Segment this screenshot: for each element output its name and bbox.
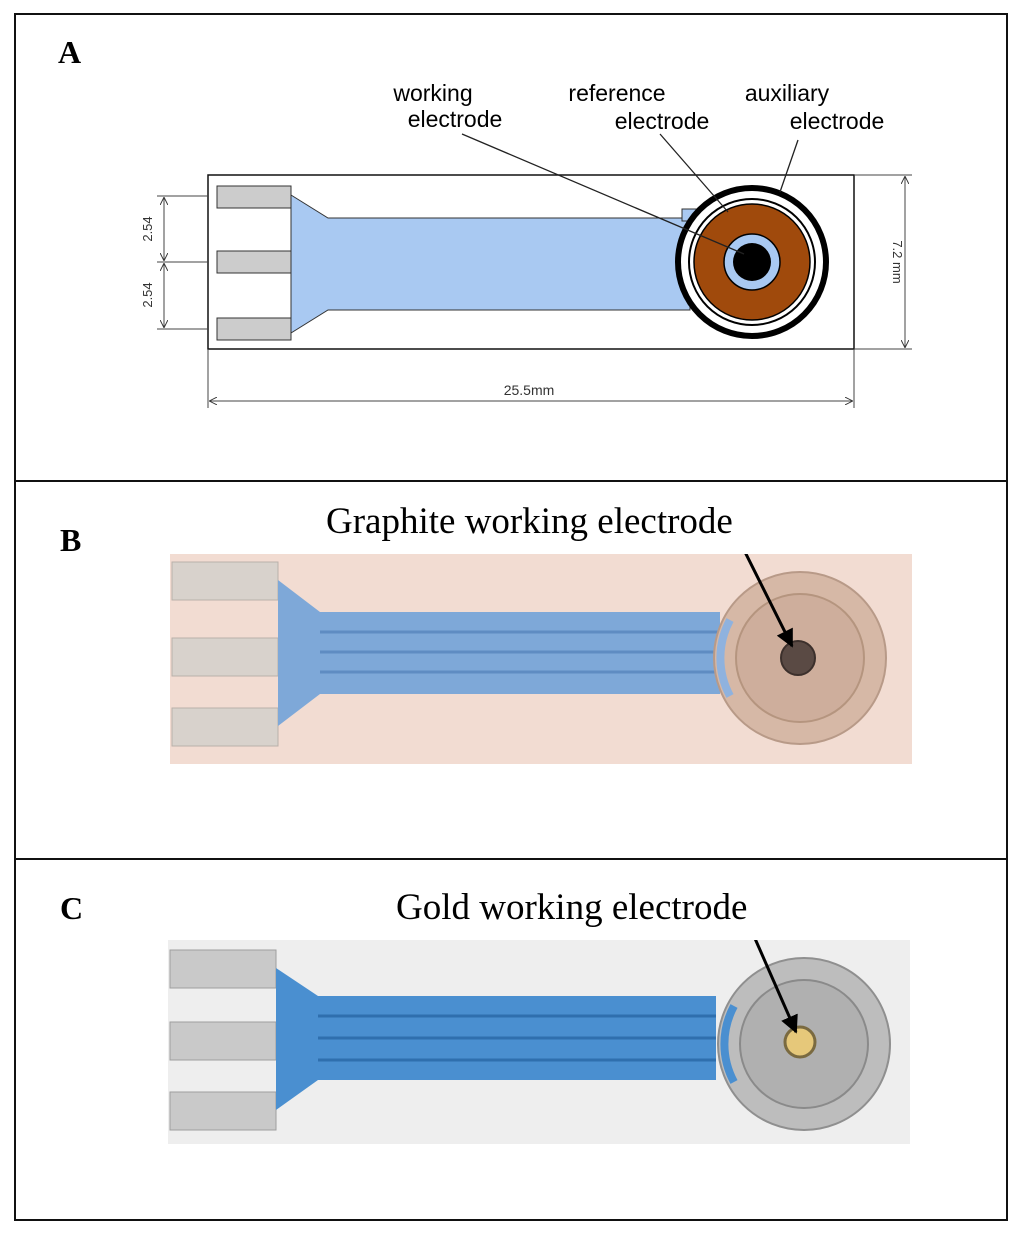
graphite-electrode-photo: [170, 554, 912, 764]
photo-b-contact-bottom: [171, 707, 279, 747]
working-electrode-leader: [461, 133, 745, 255]
gold-caption: Gold working electrode: [396, 887, 748, 928]
photo-b-arc-gap: [716, 618, 734, 698]
contact-pad-middle: [216, 250, 292, 274]
pitch-label-upper: 2.54: [140, 216, 155, 241]
auxiliary-electrode-label-line1: auxiliary: [745, 80, 830, 106]
working-electrode-label-line2: electrode: [408, 106, 503, 132]
photo-c-contact-bottom: [169, 1091, 277, 1131]
photo-c-contact-middle: [169, 1021, 277, 1061]
reference-electrode-label-line1: reference: [568, 80, 665, 106]
panel-label-b: B: [60, 522, 82, 558]
auxiliary-electrode-label-line2: electrode: [790, 108, 885, 134]
graphite-caption: Graphite working electrode: [326, 501, 733, 542]
photo-c-contact-top: [169, 949, 277, 989]
length-label: 25.5mm: [504, 382, 555, 398]
panel-label-a: A: [58, 34, 82, 70]
reference-electrode-label-line2: electrode: [615, 108, 710, 134]
contact-pad-bottom: [216, 317, 292, 341]
contact-pad-top: [216, 185, 292, 209]
panel-label-c: C: [60, 890, 84, 926]
insulation-track: [290, 194, 691, 334]
working-electrode-label-line1: working: [392, 80, 472, 106]
working-electrode: [733, 243, 771, 281]
width-label: 7.2 mm: [890, 240, 905, 283]
gold-electrode-photo: [168, 940, 910, 1144]
auxiliary-electrode-leader: [779, 139, 799, 193]
panel-divider-bc: [14, 858, 1008, 860]
photo-c-arc-gap: [720, 1004, 738, 1084]
photo-b-contact-middle: [171, 637, 279, 677]
panel-divider-ab: [14, 480, 1008, 482]
photo-b-arrow: [744, 554, 794, 648]
photo-b-contact-top: [171, 561, 279, 601]
schematic-diagram: working electrode reference electrode au…: [140, 80, 912, 408]
pitch-label-lower: 2.54: [140, 282, 155, 307]
photo-c-working-electrode: [783, 1025, 817, 1059]
photo-c-arrow: [754, 940, 798, 1034]
photo-b-working-electrode: [780, 640, 816, 676]
reference-electrode-leader: [659, 133, 729, 213]
